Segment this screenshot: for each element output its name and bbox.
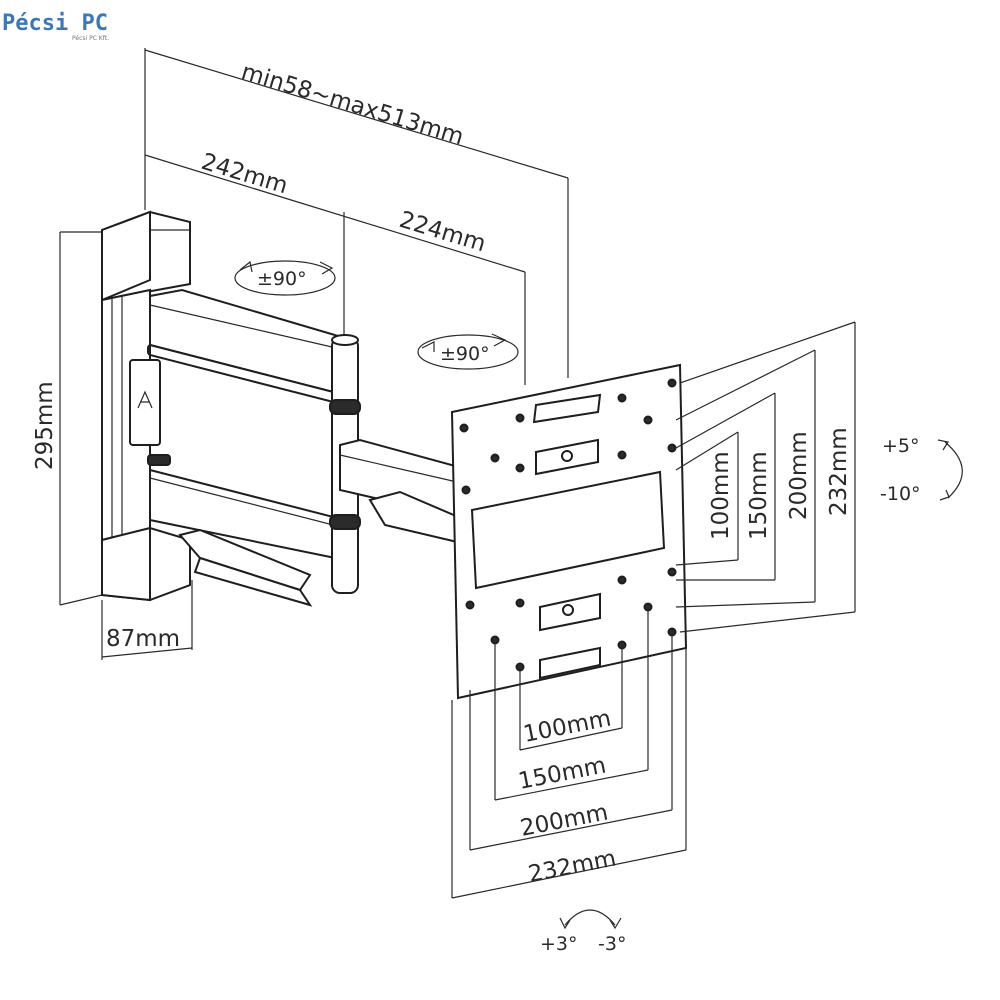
swivel-arm-indicator: ±90°: [417, 333, 519, 370]
wall-height-dimension: 295mm: [32, 231, 103, 606]
wall-height-label: 295mm: [32, 381, 58, 470]
vesa-vertical-dimensions: 100mm 150mm 200mm 232mm: [675, 321, 856, 633]
arm-second-label: 224mm: [396, 207, 488, 258]
swivel-arrow-icon: [319, 261, 334, 275]
brand-logo: Pécsi PC Pécsi PC Kft.: [2, 11, 109, 42]
vesa-h3-label: 200mm: [518, 799, 610, 841]
logo-subtext: Pécsi PC Kft.: [72, 35, 109, 42]
vesa-h1-label: 100mm: [521, 705, 613, 747]
vesa-plate: [450, 363, 688, 700]
wall-width-dimension: 87mm: [101, 580, 193, 660]
swivel-wall-label: ±90°: [257, 268, 307, 290]
vesa-h2-label: 150mm: [516, 752, 608, 794]
wall-plate: [101, 210, 191, 602]
vesa-h4-label: 232mm: [526, 845, 618, 887]
wall-width-label: 87mm: [106, 626, 180, 652]
level-minus-label: -3°: [598, 933, 626, 955]
vesa-v3-label: 200mm: [786, 431, 812, 520]
vesa-v4-label: 232mm: [826, 427, 852, 516]
swivel-arm-label: ±90°: [440, 343, 490, 365]
tilt-down-label: -10°: [880, 483, 921, 505]
swivel-arrow-icon: [421, 341, 435, 352]
arm-first-label: 242mm: [198, 149, 290, 200]
logo-text: Pécsi PC: [2, 11, 108, 36]
vesa-v2-label: 150mm: [746, 451, 772, 540]
level-arc-icon: [564, 909, 616, 926]
arm-lower: [149, 468, 346, 607]
brand-mark-icon: [137, 390, 153, 409]
tilt-arc-icon: [944, 441, 963, 499]
level-indicator: +3° -3°: [540, 909, 626, 955]
level-plus-label: +3°: [540, 933, 578, 955]
reach-label: min58~max513mm: [238, 59, 466, 151]
arm-upper: [149, 288, 346, 407]
tilt-indicator: +5° -10°: [880, 435, 963, 505]
tilt-up-label: +5°: [882, 435, 920, 457]
vesa-v1-label: 100mm: [708, 451, 734, 540]
swivel-arrow-icon: [491, 333, 507, 347]
arm-second: [339, 438, 471, 547]
swivel-wall-indicator: ±90°: [234, 260, 336, 296]
swivel-arrow-icon: [239, 260, 253, 273]
